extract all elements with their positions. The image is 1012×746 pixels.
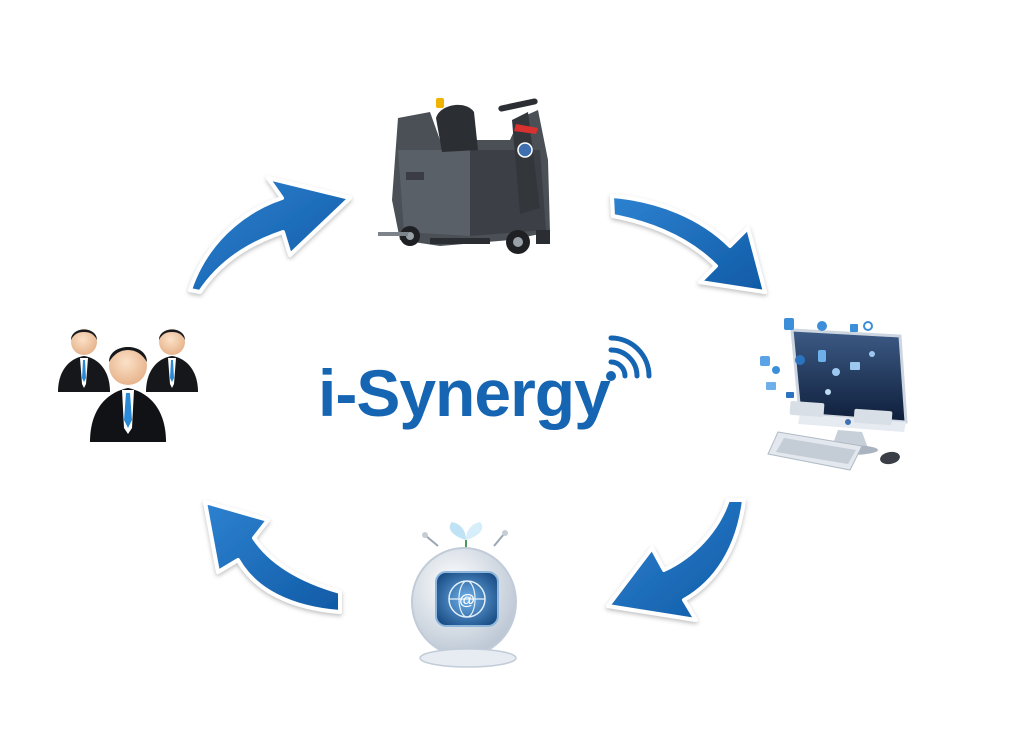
arrow-computer-to-server — [606, 498, 746, 622]
wifi-signal-icon — [606, 335, 652, 381]
robot-computer-globe-icon: @ — [411, 522, 517, 668]
person-front-icon — [90, 347, 166, 442]
arrow-users-to-scrubber — [188, 176, 352, 294]
brand-logo-text: i-Synergy — [318, 356, 611, 430]
svg-text:@: @ — [459, 592, 475, 609]
arrow-server-to-users — [203, 500, 342, 614]
business-people-group-icon — [58, 329, 198, 442]
ride-on-floor-scrubber-icon — [378, 98, 550, 254]
arrow-scrubber-to-computer — [610, 194, 767, 294]
person-left-icon — [58, 329, 110, 392]
desktop-computer-data-icon — [760, 318, 908, 471]
person-right-icon — [146, 329, 198, 392]
